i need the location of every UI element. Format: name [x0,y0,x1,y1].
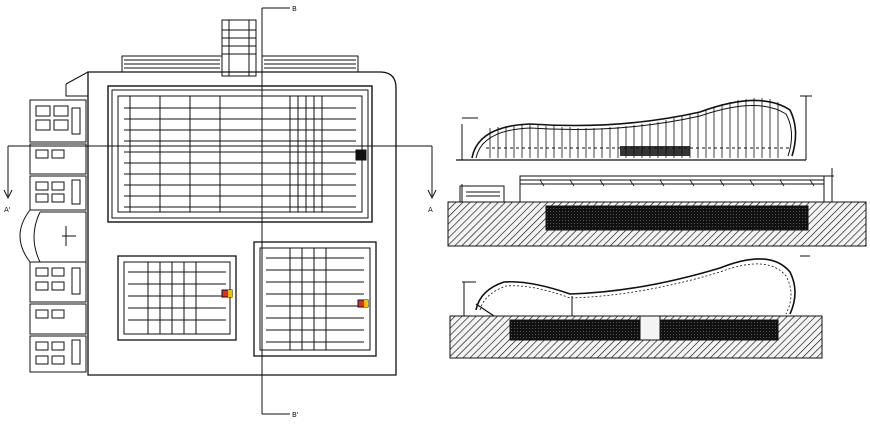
diving-pool-right [253,241,377,357]
truss-hangers [539,179,815,187]
section-mark-a-left: A' [4,206,11,214]
elevation-roof-profile [456,95,812,161]
section-b-profile [449,255,823,359]
section-mark-b-top: B [292,5,297,13]
left-amenity-rooms [29,99,87,373]
main-pool-lanes [124,96,356,212]
top-seating-strips [121,55,359,73]
main-pool [107,85,373,223]
section-mark-a-right: A [428,206,433,214]
left-lobby-wall [19,209,31,263]
section-cut-lines [3,7,437,415]
pool-outlet-marker [355,149,367,161]
entrance-stair-tower [221,19,257,77]
section-mark-b-bottom: B' [292,411,299,419]
building-outline [87,71,397,376]
training-pool-left [117,255,237,341]
section-a-profile [447,168,867,247]
floor-plan [19,19,397,376]
